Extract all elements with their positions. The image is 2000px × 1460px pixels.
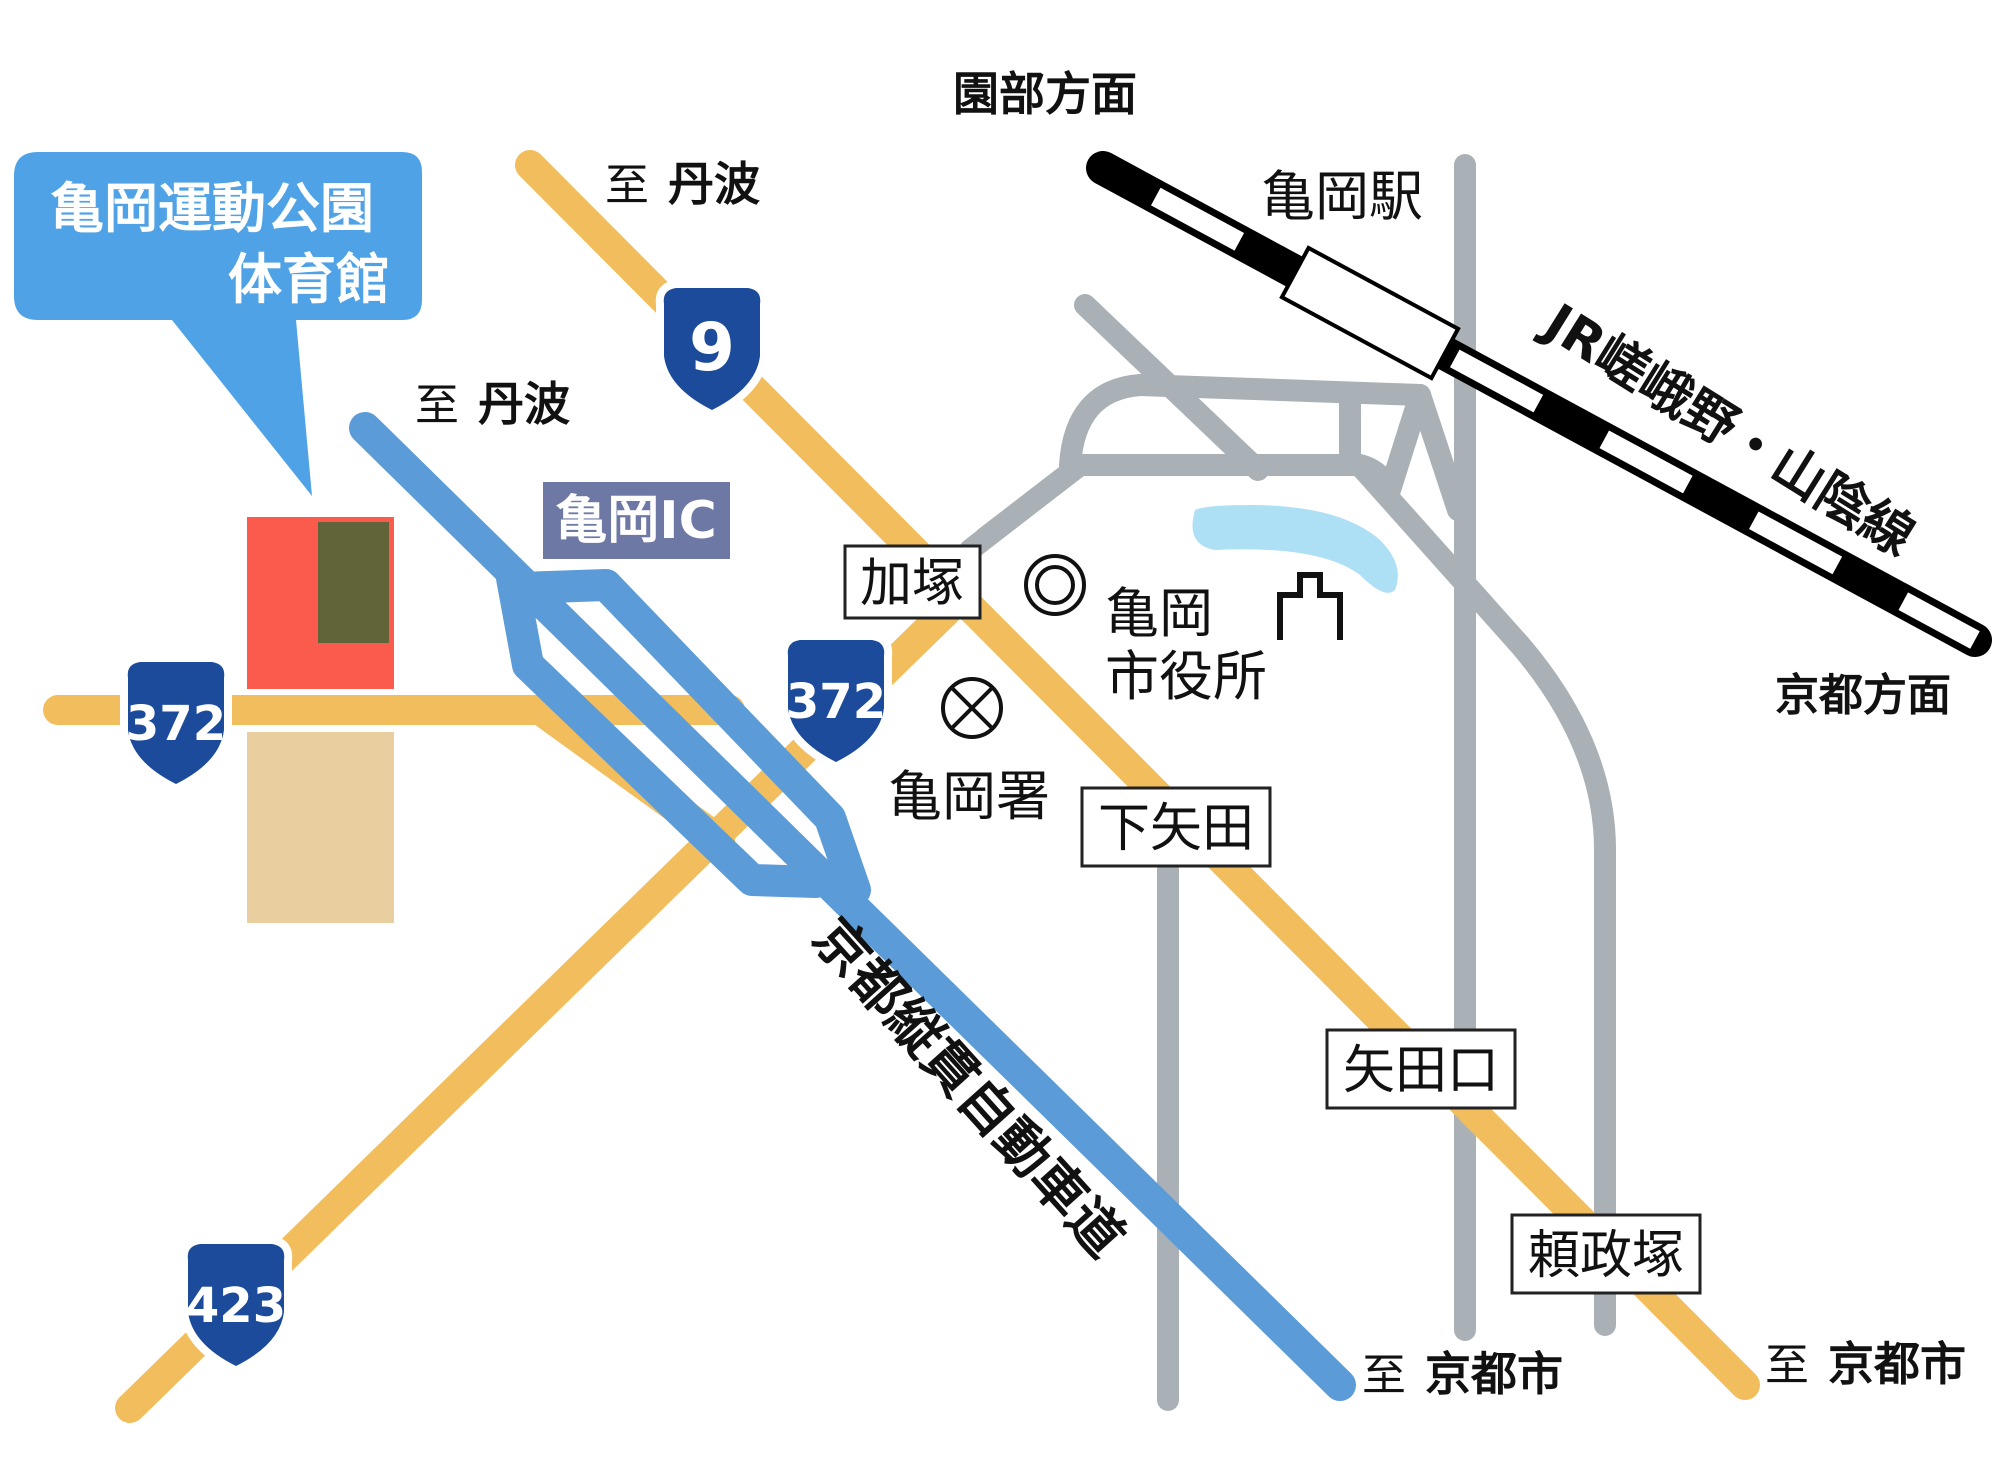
gym-callout: 亀岡運動公園 体育館 <box>14 152 422 496</box>
city-hall-icon <box>1024 554 1086 616</box>
local-roads <box>959 154 1616 1411</box>
intersection-shimoyada: 下矢田 <box>1080 786 1272 868</box>
svg-text:至: 至 <box>415 380 459 431</box>
to-kyoto-expressway: 至 京都市 <box>1362 1347 1563 1401</box>
svg-text:頼政塚: 頼政塚 <box>1528 1226 1684 1286</box>
route-shield-icon: 423 <box>186 1244 286 1366</box>
svg-text:丹波: 丹波 <box>478 377 570 431</box>
svg-text:丹波: 丹波 <box>668 157 760 211</box>
route-423-number: 423 <box>186 1278 286 1334</box>
local-road-west-spur <box>959 454 1091 561</box>
callout-title: 亀岡運動公園 <box>50 177 374 240</box>
shrine-gate-icon <box>1277 572 1343 640</box>
callout-bubble <box>14 152 422 496</box>
pond <box>1192 505 1398 593</box>
svg-text:京都市: 京都市 <box>1425 1347 1563 1401</box>
local-road-east-curve <box>1351 457 1616 1336</box>
route-shield-icon: 372 <box>126 662 226 784</box>
route-372-west-number: 372 <box>126 696 226 752</box>
ic-ramp-east <box>504 569 871 906</box>
gymnasium-building <box>318 522 389 643</box>
ic-ramp-west <box>496 562 832 898</box>
to-kyoto-route9: 至 京都市 <box>1765 1337 1966 1391</box>
svg-text:加塚: 加塚 <box>860 554 964 614</box>
svg-text:至: 至 <box>1765 1340 1809 1391</box>
intersection-yadaguchi: 矢田口 <box>1325 1028 1517 1110</box>
sonobe-direction-label: 園部方面 <box>953 67 1137 121</box>
ic-label: 亀岡IC <box>555 491 717 551</box>
kameoka-station-label: 亀岡駅 <box>1261 165 1423 228</box>
callout-subtitle: 体育館 <box>228 248 390 311</box>
svg-text:至: 至 <box>605 160 649 211</box>
expressway <box>349 412 1356 1401</box>
to-tanba-upper: 至 丹波 <box>605 157 760 211</box>
svg-text:矢田口: 矢田口 <box>1343 1041 1499 1101</box>
city-hall-label-line2: 市役所 <box>1105 645 1267 708</box>
route-9-number: 9 <box>689 309 735 386</box>
ic-label-box <box>543 482 730 559</box>
expressway-name-label: 京都縦貫自動車道 <box>801 906 1137 1269</box>
to-tanba-lower: 至 丹波 <box>415 377 570 431</box>
local-road-east-upper <box>1409 384 1469 521</box>
svg-text:下矢田: 下矢田 <box>1098 799 1254 859</box>
parking-area <box>247 732 394 923</box>
station-building <box>1279 245 1461 381</box>
intersection-yorimasazuka: 頼政塚 <box>1510 1213 1702 1295</box>
kyoto-direction-label: 京都方面 <box>1775 670 1951 721</box>
railway <box>1086 151 1992 657</box>
city-hall-label-line1: 亀岡 <box>1105 582 1213 645</box>
route-shield-icon: 372 <box>786 640 886 762</box>
svg-text:至: 至 <box>1362 1350 1406 1401</box>
route-shield-icon: 9 <box>664 288 761 410</box>
rail-track-white-dashes <box>1098 159 1980 649</box>
route-372-center-number: 372 <box>786 674 886 730</box>
svg-text:京都市: 京都市 <box>1828 1337 1966 1391</box>
police-station-icon <box>941 677 1003 739</box>
police-label: 亀岡署 <box>888 765 1050 828</box>
intersection-kazuka: 加塚 <box>843 544 982 620</box>
